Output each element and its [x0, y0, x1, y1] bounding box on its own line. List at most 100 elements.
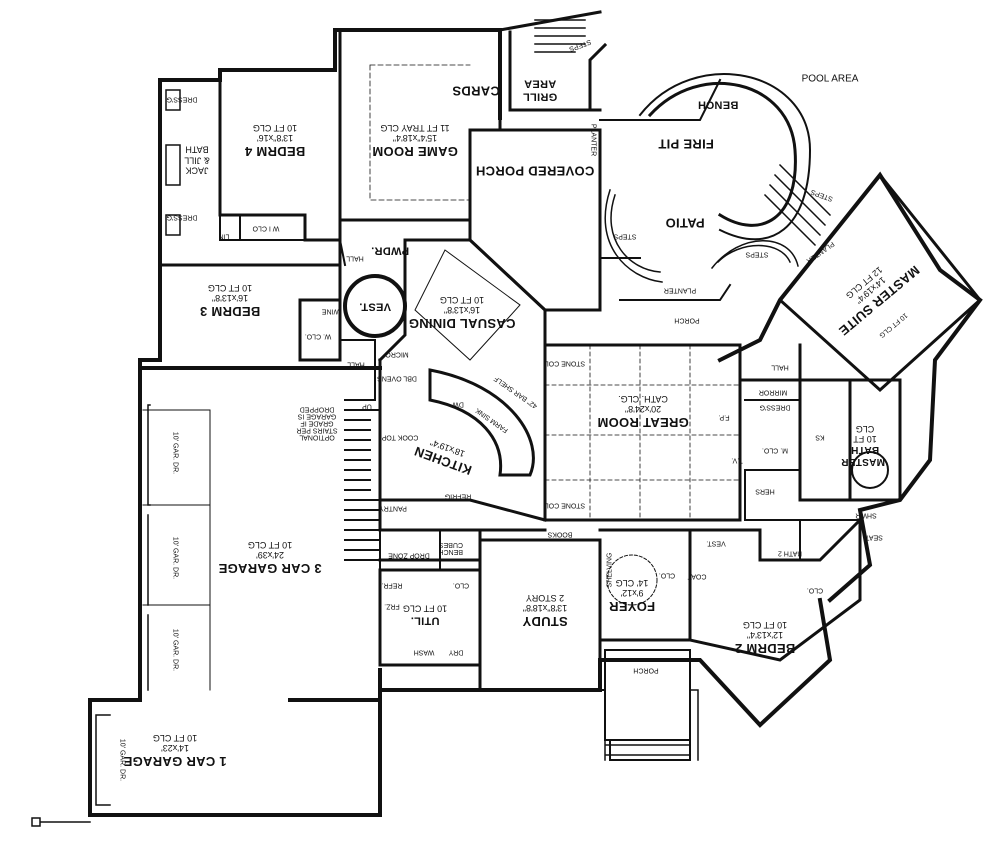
label-wclo: W. CLO.: [304, 332, 332, 340]
room-clg: 2 STORY: [525, 592, 565, 603]
wall-patio: [599, 78, 732, 301]
room-util: UTIL. 10 FT CLG: [403, 604, 447, 627]
room-name: PATIO: [665, 215, 705, 231]
room-name: UTIL.: [410, 614, 440, 627]
master-tub: [851, 451, 889, 489]
label-dw: DW: [452, 400, 464, 408]
wall-hall: [338, 238, 376, 401]
room-clg: 10 FT CLG: [439, 294, 485, 305]
room-foyer: FOYER 9'x12' 14' CLG: [608, 577, 656, 614]
label-cook-top: COOK TOP: [381, 433, 419, 441]
room-dims: 12'x13'4": [746, 629, 784, 640]
room-dims: 13'8"x16': [256, 132, 294, 143]
room-dims: 9'x12': [620, 587, 644, 598]
label-clo-c: CLO.: [806, 586, 824, 594]
label-stone-col-a: STONE COL: [544, 359, 586, 367]
casual-dining-table: [414, 249, 521, 361]
label-ks: KS: [815, 433, 825, 441]
wall-stairs: [344, 409, 381, 561]
room-clg: 14' CLG: [615, 577, 649, 588]
room-name: PWDR.: [370, 244, 410, 257]
room-dims: 24'x39': [256, 549, 284, 560]
label-refr: REFR.: [381, 581, 403, 589]
room-one-car-garage: 1 CAR GARAGE 14'x23' 10 FT CLG: [123, 732, 227, 769]
wall-grill-area: [498, 10, 608, 112]
label-pantry: PANTRY: [379, 504, 407, 512]
patio-steps: [604, 189, 799, 283]
room-name: MASTER BATH: [840, 444, 885, 467]
label-drop-zone: DROP ZONE: [388, 551, 430, 559]
room-grill-area: GRILL AREA: [520, 77, 560, 103]
label-wine: WINE: [321, 307, 341, 315]
label-hall-b: HALL: [347, 360, 365, 368]
garage-doors-3car: [147, 404, 151, 691]
room-clg: 10 FT CLG: [742, 619, 788, 630]
label-porch-a: PORCH: [674, 316, 700, 324]
label-micro: MICRO: [385, 350, 409, 358]
label-books: BOOKS: [547, 530, 573, 538]
label-mirror: MIRROR: [758, 388, 788, 396]
room-study: STUDY 13'8"x18'8" 2 STORY: [522, 592, 568, 629]
label-bath2: BATH 2: [778, 549, 802, 557]
label-hall-a: HALL: [346, 254, 364, 262]
label-fp: F.P.: [718, 413, 730, 421]
label-stone-col-b: STONE COL: [544, 501, 586, 509]
label-hers: HERS: [755, 487, 775, 495]
label-steps-a: STEPS: [613, 232, 637, 240]
room-jack-jill-bath: JACK & JILL BATH: [182, 144, 212, 176]
room-clg: 10 FT CLG: [247, 539, 293, 550]
room-name: FOYER: [608, 598, 656, 614]
room-name: GAME ROOM: [372, 143, 458, 159]
room-bedrm3: BEDRM 3 16'x13'8" 10 FT CLG: [200, 282, 261, 319]
room-name: 3 CAR GARAGE: [218, 560, 322, 576]
wall-foyer: [598, 528, 692, 642]
room-dims: 15'4"x18'4": [392, 132, 438, 143]
label-seat: SEAT: [865, 533, 883, 541]
room-great-room: GREAT ROOM 20'x24'8" CATH. CLG.: [597, 393, 689, 430]
label-dress-top: DRESS'G: [166, 95, 198, 103]
wall-util: [378, 528, 482, 667]
exterior-wall-garage: [88, 366, 382, 817]
label-bench-cubes: BENCH CUBES: [438, 541, 463, 555]
wall-casual-dining: [377, 238, 547, 363]
wall-bedrm3: [158, 263, 342, 362]
room-name: CARDS: [452, 83, 500, 99]
room-fire-pit: FIRE PIT: [658, 136, 714, 151]
room-dims: 13'8"x18'8": [522, 602, 568, 613]
room-name: BENCH: [697, 98, 739, 111]
room-dims: 20'x24'8": [624, 403, 662, 414]
room-name: STUDY: [522, 613, 568, 629]
room-clg: 11 FT TRAY CLG: [380, 122, 450, 133]
room-name: GRILL AREA: [522, 78, 558, 103]
steps-south: [596, 689, 699, 761]
room-name: BEDRM 4: [244, 143, 306, 159]
steps-east: [763, 163, 832, 247]
label-garage-door-4: 10' GAR. DR.: [118, 738, 126, 782]
room-pwdr: PWDR.: [370, 244, 410, 257]
garage-interior: [142, 409, 211, 691]
label-tv-a: T.V.: [731, 456, 743, 464]
driveway-marker: [31, 817, 91, 827]
room-name: FIRE PIT: [658, 136, 714, 152]
wall-master-suite: [777, 172, 983, 393]
grill-area-stairs: [534, 19, 586, 53]
room-three-car-garage: 3 CAR GARAGE 24'x39' 10 FT CLG: [218, 539, 322, 576]
label-frz: FRZ.: [384, 602, 400, 610]
label-planter-b: PLANTER: [663, 286, 697, 294]
great-room-grid: [544, 344, 741, 521]
room-casual-dining: CASUAL DINING 16'x13'8" 10 FT CLG: [409, 294, 516, 331]
label-garage-door-1: 10' GAR. DR.: [171, 431, 179, 475]
bench-curve: [638, 73, 812, 241]
room-name: 1 CAR GARAGE: [123, 753, 227, 769]
room-clg: 10 FT CLG: [402, 603, 448, 614]
wall-bedrm2: [688, 516, 862, 662]
room-name: JACK & JILL BATH: [184, 144, 210, 176]
label-m-clo: M. CLO.: [761, 446, 789, 454]
room-clg: 10 FT CLG: [152, 732, 198, 743]
room-bedrm4: BEDRM 4 13'8"x16' 10 FT CLG: [244, 122, 306, 159]
label-wi-clo: W I CLO: [252, 224, 280, 232]
label-garage-door-2: 10' GAR. DR.: [171, 536, 179, 580]
pool-area-label: POOL AREA: [801, 73, 859, 85]
label-planter-a: PLANTER: [589, 123, 597, 157]
room-bench: BENCH: [697, 98, 739, 111]
